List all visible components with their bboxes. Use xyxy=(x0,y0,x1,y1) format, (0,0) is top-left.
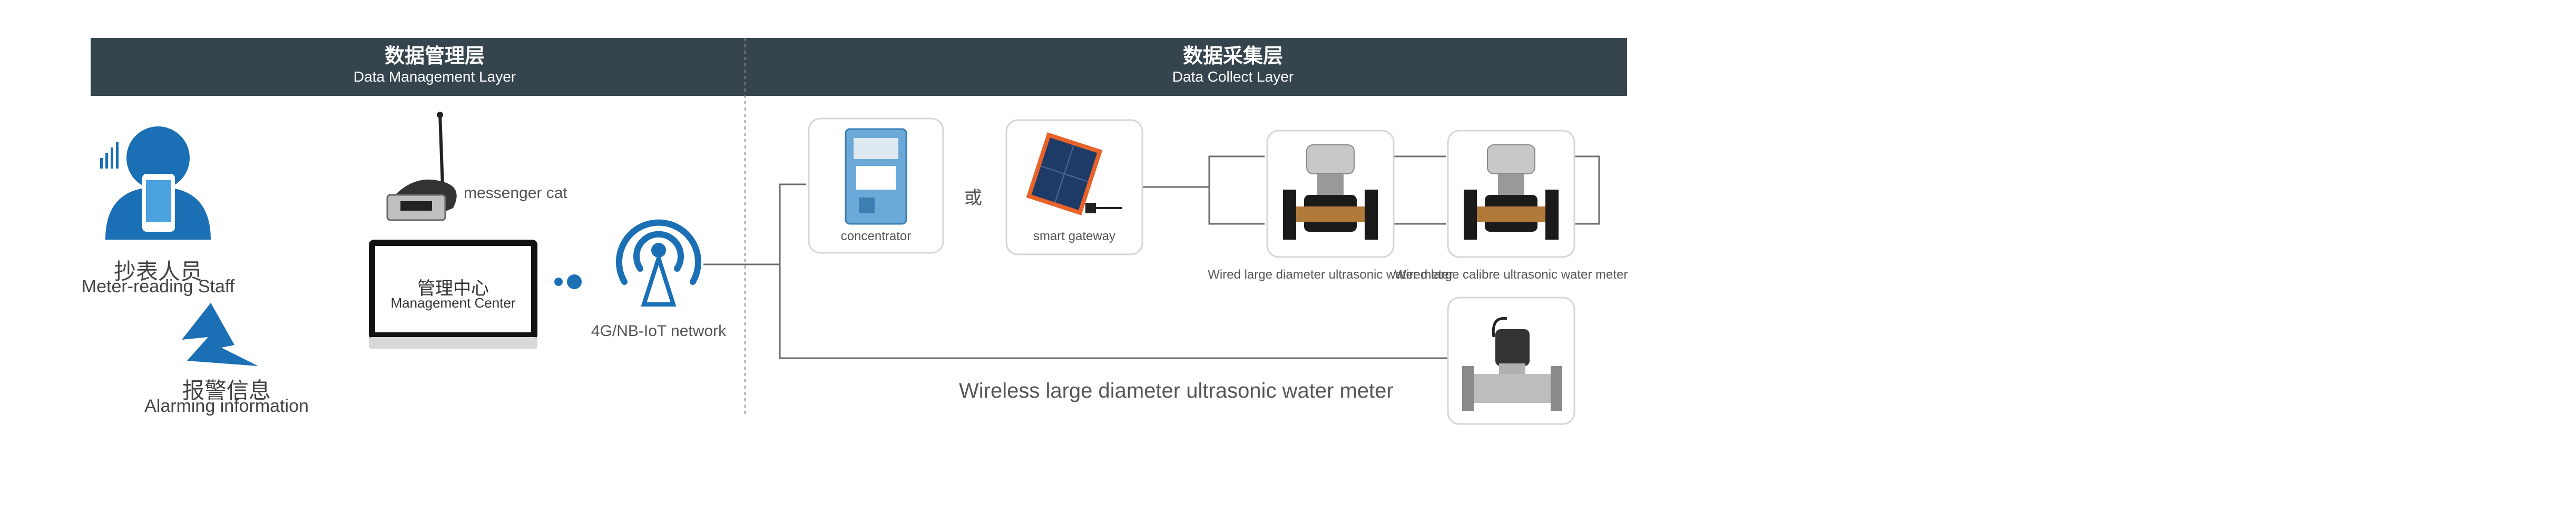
management-center-monitor xyxy=(369,240,537,349)
connection-lines xyxy=(703,155,1600,359)
staff-label-en: Meter-reading Staff xyxy=(81,277,235,297)
collect-layer-subtitle: Data Collect Layer xyxy=(1172,68,1294,85)
network-label: 4G/NB-IoT network xyxy=(591,322,727,340)
alarm-label-cn: 报警信息 xyxy=(182,378,271,403)
messenger-cat-device xyxy=(386,112,457,221)
header-bar xyxy=(91,38,1627,96)
management-layer-subtitle: Data Management Layer xyxy=(353,68,516,85)
collect-layer-title: 数据采集层 xyxy=(1182,45,1283,67)
monitor-label-cn: 管理中心 xyxy=(417,279,489,299)
smart-gateway-label: smart gateway xyxy=(1033,229,1116,243)
wired-meter-2-device xyxy=(1464,144,1559,240)
concentrator-device xyxy=(845,128,907,225)
smart-gateway-device xyxy=(1026,132,1122,215)
wireless-meter-device xyxy=(1462,317,1562,411)
wired-meter-1-label: Wired large diameter ultrasonic water me… xyxy=(1208,268,1453,282)
wired-meter-2-label: Wired large calibre ultrasonic water met… xyxy=(1394,268,1628,282)
concentrator-label: concentrator xyxy=(840,229,912,243)
monitor-label-en: Management Center xyxy=(390,295,516,311)
or-label: 或 xyxy=(964,188,982,208)
alarm-lightning-icon xyxy=(182,303,258,366)
staff-label-cn: 抄表人员 xyxy=(113,259,202,284)
link-dot-large xyxy=(567,274,582,289)
staff-person-icon xyxy=(100,126,211,240)
management-layer-title: 数据管理层 xyxy=(384,45,485,67)
messenger-cat-label: messenger cat xyxy=(464,184,567,202)
network-tower-icon xyxy=(616,219,701,307)
wired-meter-1-device xyxy=(1283,144,1378,240)
alarm-label-en: Alarming information xyxy=(144,396,309,416)
wireless-meter-label: Wireless large diameter ultrasonic water… xyxy=(959,379,1394,402)
link-dot-small xyxy=(554,278,563,286)
